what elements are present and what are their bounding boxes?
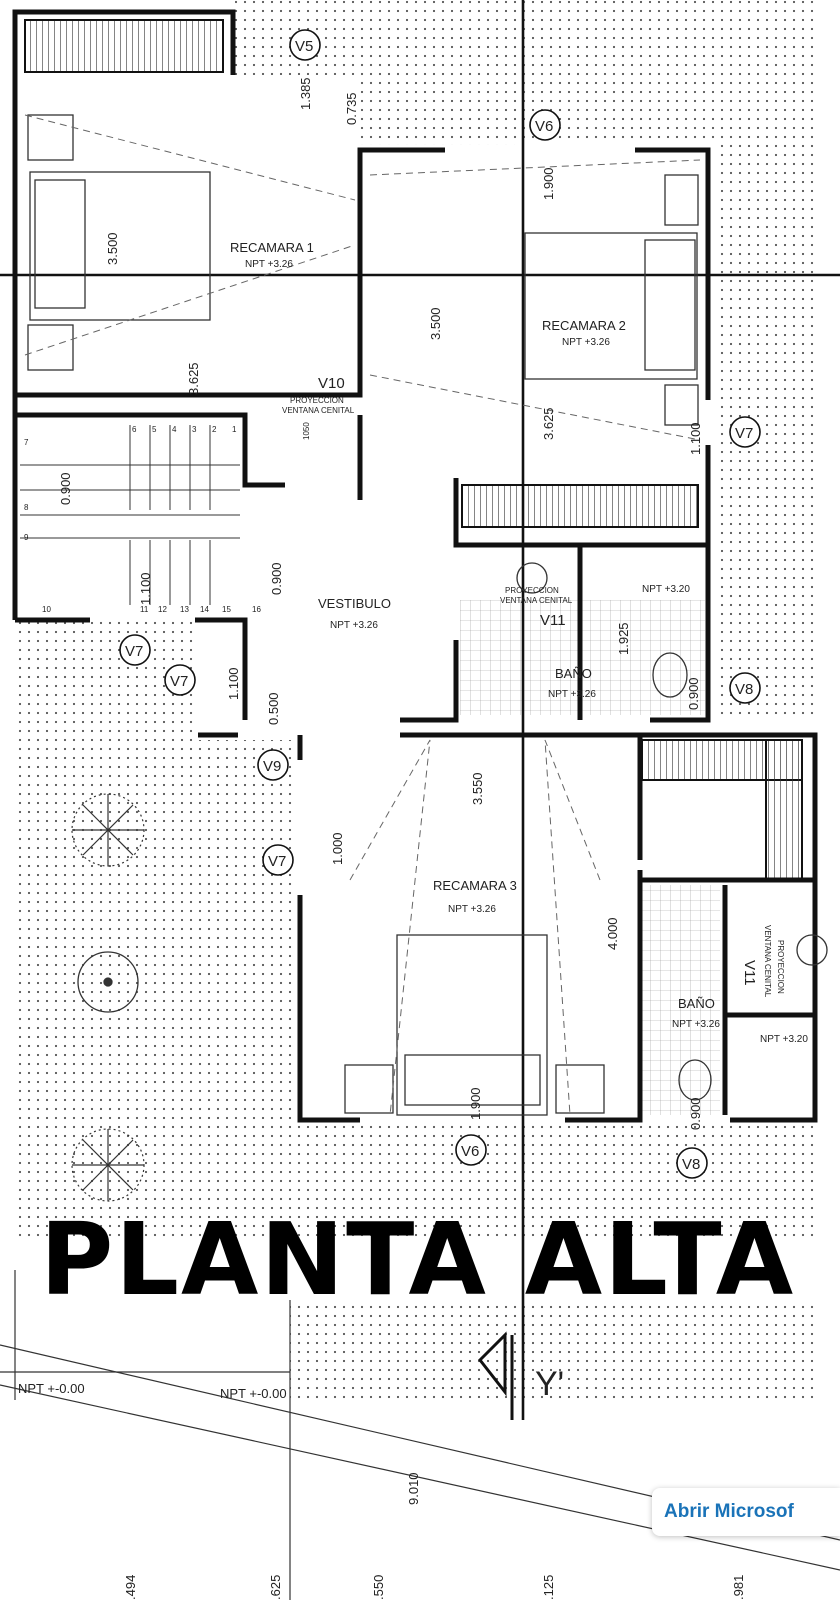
dim-bottom-625: .625: [268, 1575, 283, 1600]
window-label-v10: V10: [318, 375, 345, 392]
stair-step-number: 15: [222, 605, 231, 614]
window-label-v8-bottom: V8: [682, 1156, 700, 1173]
dim-0900-b: 0.900: [269, 562, 284, 595]
window-label-v9: V9: [263, 758, 281, 775]
dim-1000: 1.000: [330, 832, 345, 865]
dim-1900-b: 1.900: [468, 1087, 483, 1120]
window-label-v7-left-a: V7: [125, 643, 143, 660]
stair-step-number: 6: [132, 425, 137, 434]
stair-step-number: 3: [192, 425, 197, 434]
window-label-v7-mid: V7: [268, 853, 286, 870]
plant-symbols: [71, 793, 145, 1202]
window-marker-labels: V5 V6 V7 V7 V7 V8 V9 V7 V6 V8 V10 V11 V1…: [125, 38, 758, 1173]
dim-3625-a: 3.625: [186, 362, 201, 395]
shower-level-bath2: NPT +3.20: [760, 1034, 808, 1045]
site-lines: [0, 1270, 840, 1600]
note-projection-3: PROYECCION: [776, 940, 785, 994]
window-label-v5: V5: [295, 38, 313, 55]
dim-3500-b: 3.500: [428, 307, 443, 340]
stair-step-number: 11: [140, 605, 149, 614]
room-level-lobby: NPT +3.26: [330, 620, 378, 631]
note-ground-level-2: NPT +-0.00: [220, 1386, 287, 1401]
stair-step-number: 14: [200, 605, 209, 614]
walls: [12, 9, 818, 1123]
note-1050: 1050: [302, 422, 311, 440]
dim-0735: 0.735: [344, 92, 359, 125]
annotation-notes: PROYECCION VENTANA CENITAL PROYECCION VE…: [18, 396, 785, 1401]
dim-4000: 4.000: [605, 917, 620, 950]
dim-bottom-550: .550: [371, 1575, 386, 1600]
open-in-microsoft-button[interactable]: Abrir Microsof: [652, 1488, 840, 1536]
dim-1385: 1.385: [298, 77, 313, 110]
stair-treads: [20, 425, 240, 605]
room-level-bedroom1: NPT +3.26: [245, 259, 293, 270]
stair-step-number: 4: [172, 425, 177, 434]
axis-lines: [0, 0, 840, 1420]
section-marker-symbol: [478, 1331, 514, 1420]
dim-0900-d: 0.900: [688, 1097, 703, 1130]
projection-dashes: [24, 114, 701, 1116]
note-projection-1: PROYECCION: [290, 396, 344, 405]
closets: [24, 19, 803, 881]
section-marker-label: Y': [535, 1365, 564, 1403]
dim-bottom-981: .981: [731, 1575, 746, 1600]
dim-1100-c: 1.100: [226, 667, 241, 700]
room-level-bath2: NPT +3.26: [672, 1019, 720, 1030]
room-name-bath1: BAÑO: [555, 666, 592, 681]
stair-step-number: 5: [152, 425, 157, 434]
dim-3550: 3.550: [470, 772, 485, 805]
dim-0500: 0.500: [266, 692, 281, 725]
exterior-dotted-areas: [15, 0, 815, 1400]
room-name-bath2: BAÑO: [678, 996, 715, 1011]
dim-0900-a: 0.900: [58, 472, 73, 505]
room-labels: RECAMARA 1 NPT +3.26 RECAMARA 2 NPT +3.2…: [230, 240, 808, 1045]
room-name-lobby: VESTIBULO: [318, 596, 391, 611]
note-skylight-1: VENTANA CENITAL: [282, 406, 355, 415]
stair-step-number: 8: [24, 503, 29, 512]
stair-step-number: 1: [232, 425, 237, 434]
window-label-v11-b: V11: [741, 960, 758, 986]
room-level-bath1: NPT +3.26: [548, 689, 596, 700]
window-label-v6-top: V6: [535, 118, 553, 135]
stair-step-number: 12: [158, 605, 167, 614]
dim-bottom-494: .494: [123, 1575, 138, 1600]
window-label-v7-right: V7: [735, 425, 753, 442]
furniture: [27, 114, 828, 1116]
room-level-bedroom2: NPT +3.26: [562, 337, 610, 348]
window-label-v8-top: V8: [735, 681, 753, 698]
room-level-bedroom3: NPT +3.26: [448, 904, 496, 915]
dim-1100-b: 1.100: [138, 572, 153, 605]
room-name-bedroom3: RECAMARA 3: [433, 878, 517, 893]
window-marker-circles: [119, 29, 761, 1179]
dim-1900-a: 1.900: [541, 167, 556, 200]
dim-0900-c: 0.900: [686, 677, 701, 710]
note-ground-level-1: NPT +-0.00: [18, 1381, 85, 1396]
dimension-labels: 1.385 0.735 3.500 3.625 1.900 3.500 3.62…: [58, 77, 746, 1600]
dim-9010: 9.010: [406, 1472, 421, 1505]
plan-title: PLANTA ALTA: [40, 1201, 796, 1318]
room-name-bedroom2: RECAMARA 2: [542, 318, 626, 333]
window-label-v6-bottom: V6: [461, 1143, 479, 1160]
shower-level-bath1: NPT +3.20: [642, 584, 690, 595]
room-name-bedroom1: RECAMARA 1: [230, 240, 314, 255]
stair-step-number: 2: [212, 425, 217, 434]
note-skylight-2: VENTANA CENITAL: [500, 596, 573, 605]
note-skylight-3: VENTANA CENITAL: [763, 925, 772, 998]
note-projection-2: PROYECCION: [505, 586, 559, 595]
stair-step-number: 9: [24, 533, 29, 542]
window-label-v7-left-b: V7: [170, 673, 188, 690]
stair-step-number: 10: [42, 605, 51, 614]
dim-3625-b: 3.625: [541, 407, 556, 440]
dim-3500-a: 3.500: [105, 232, 120, 265]
window-label-v11-a: V11: [540, 612, 566, 629]
dim-1925: 1.925: [616, 622, 631, 655]
stair-step-number: 7: [24, 438, 29, 447]
stair-step-number: 13: [180, 605, 189, 614]
dim-1100-a: 1.100: [688, 422, 703, 455]
dim-bottom-125: .125: [541, 1575, 556, 1600]
stair-step-number: 16: [252, 605, 261, 614]
